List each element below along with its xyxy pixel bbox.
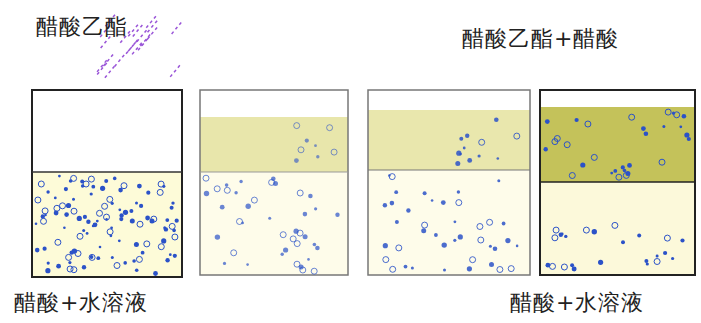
aqueous-layer [200, 172, 348, 275]
beaker [32, 90, 182, 277]
aqueous-layer [540, 182, 695, 275]
label-text: 醋酸乙酯+醋酸 [462, 26, 619, 52]
beaker [540, 90, 695, 275]
label-text: 醋酸乙酯 [36, 14, 128, 40]
label-text: 醋酸+水溶液 [510, 290, 644, 316]
aqueous-layer [32, 172, 182, 277]
organic-layer [200, 117, 348, 172]
label-text: 醋酸+水溶液 [14, 290, 148, 316]
beaker [368, 90, 530, 275]
organic-layer [540, 107, 695, 182]
molecule-dots [35, 109, 691, 276]
organic-layer [368, 110, 530, 170]
aqueous-layer [368, 170, 530, 275]
beaker [200, 90, 348, 275]
